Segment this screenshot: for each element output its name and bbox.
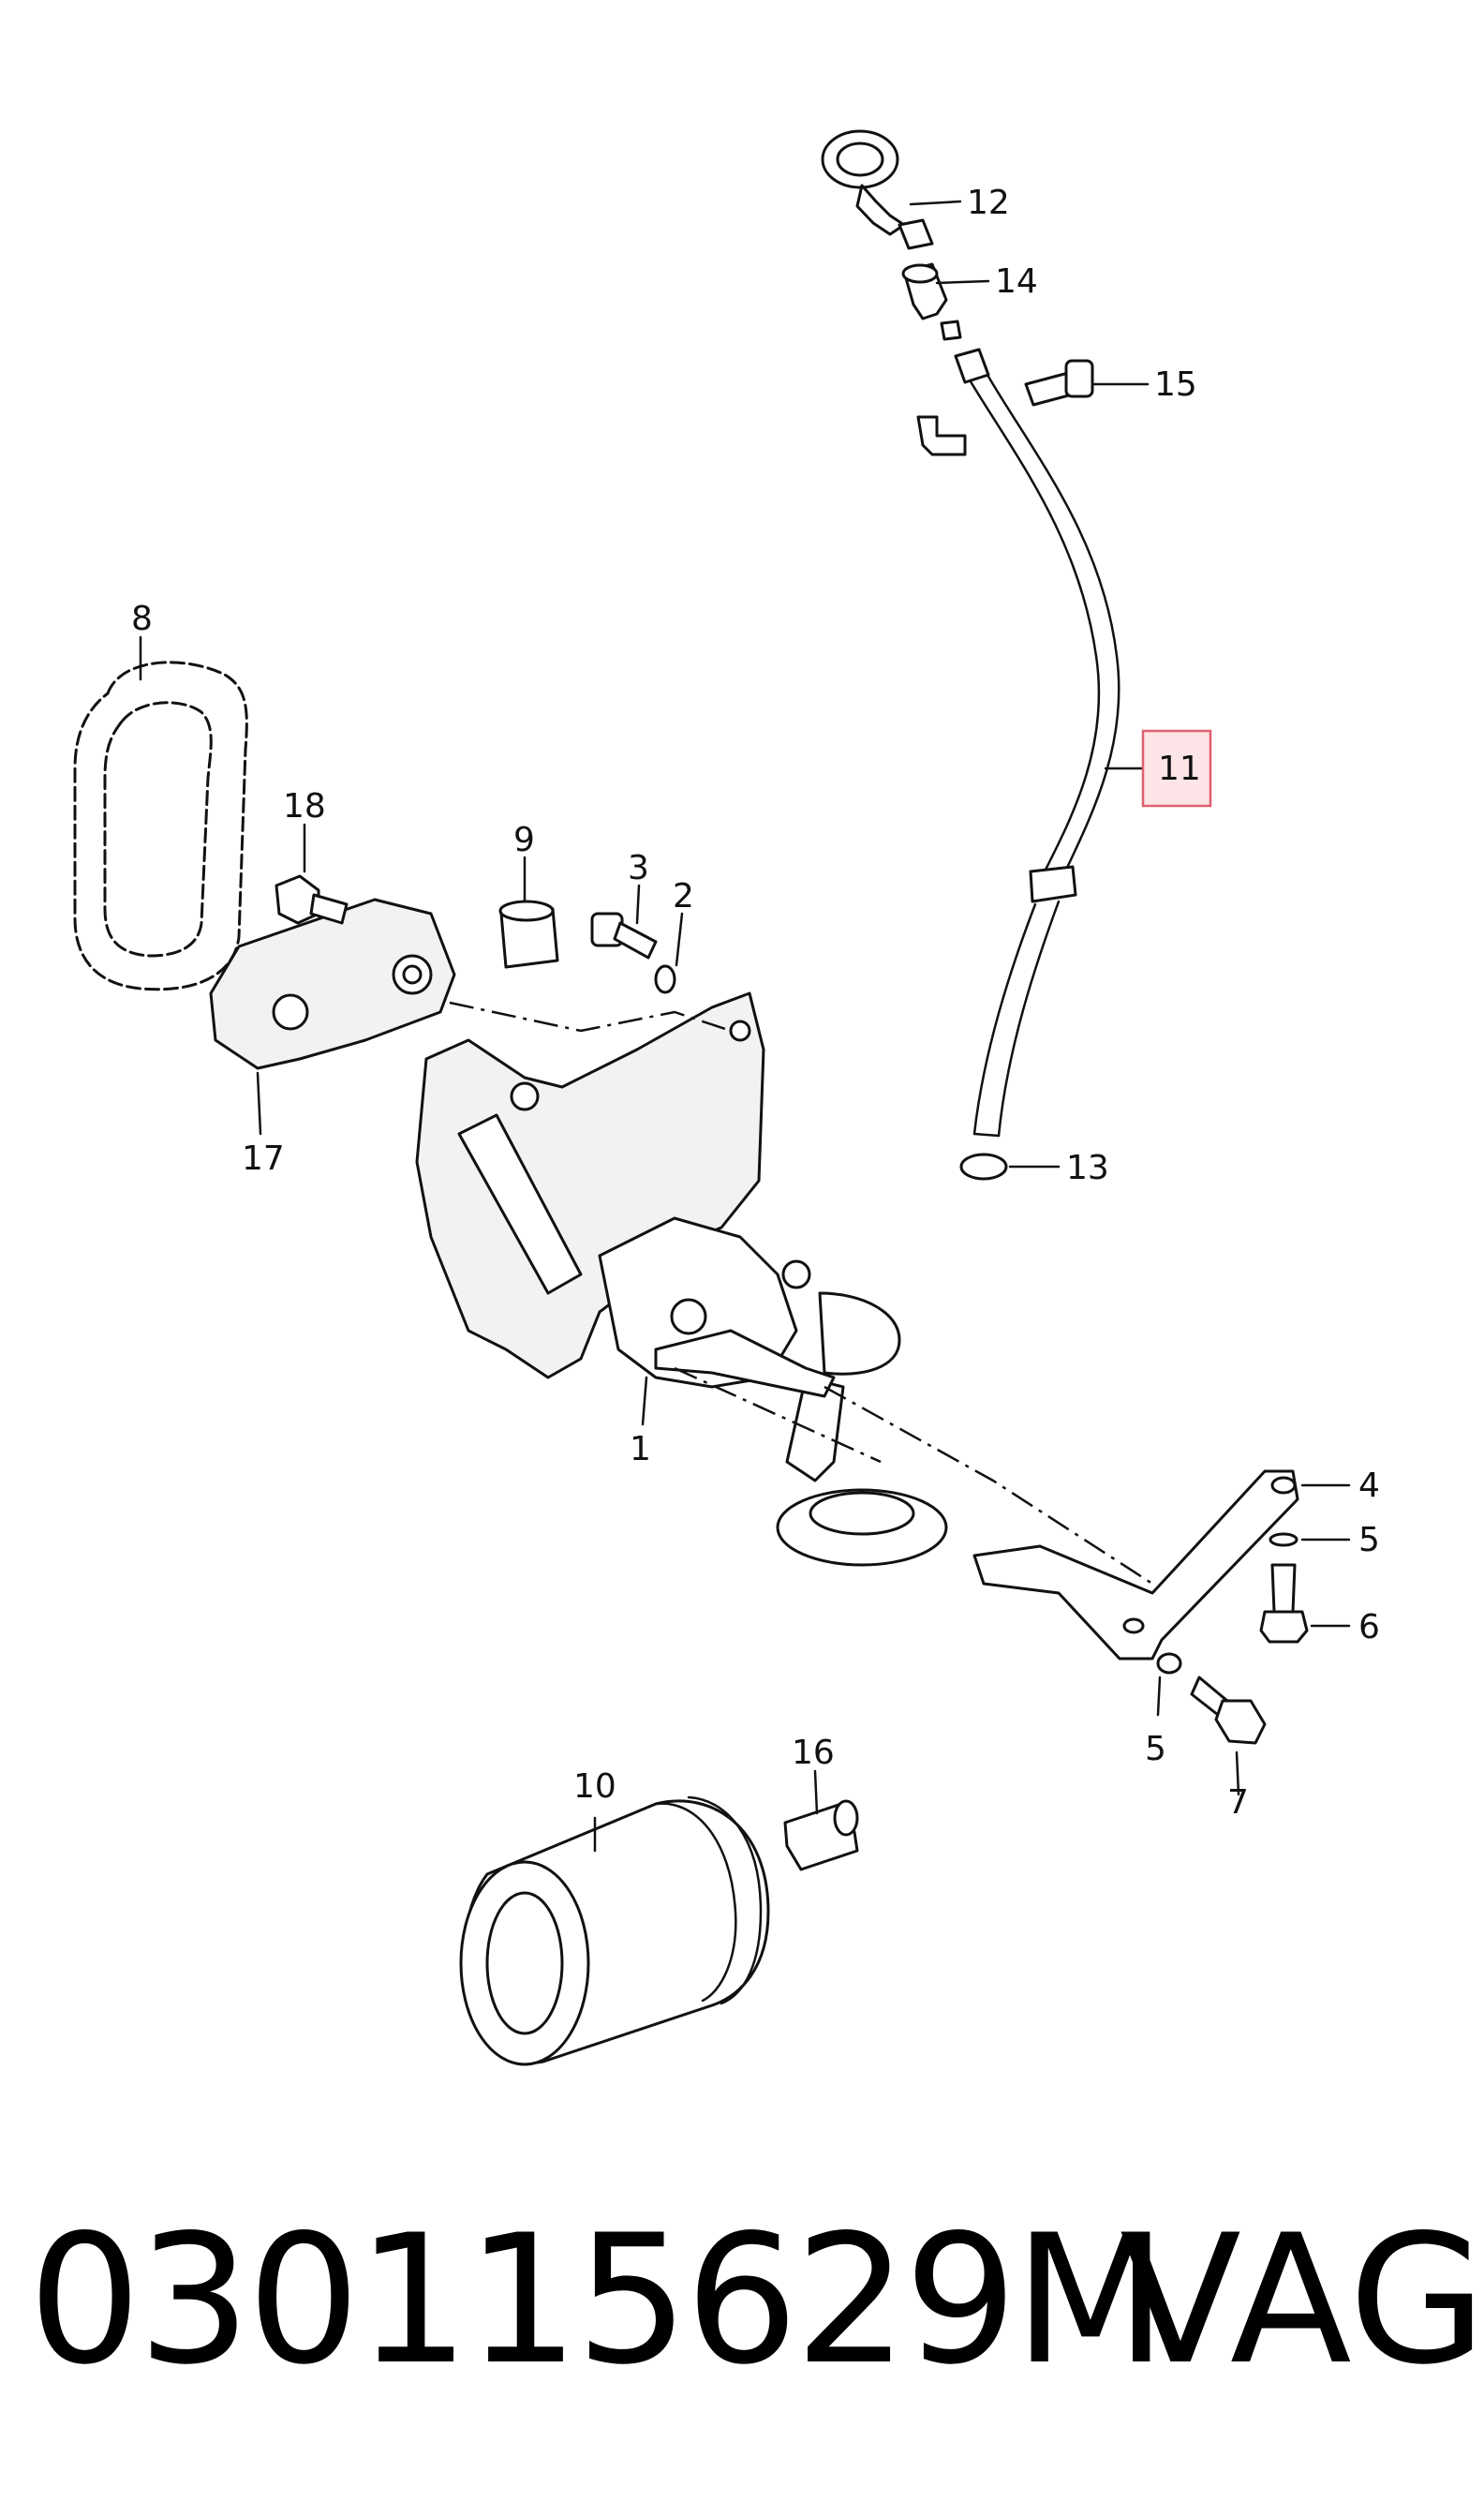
o-ring-13-part (959, 1153, 1008, 1181)
callout-4: 4 (1358, 1467, 1380, 1505)
bracket-17-part (209, 898, 456, 1070)
dipstick-bracket (916, 415, 967, 456)
callout-10: 10 (573, 1767, 616, 1806)
callout-labels: 1 2 3 4 5 5 6 7 8 9 10 11 12 13 14 15 16… (131, 184, 1380, 1822)
callout-11: 11 (1158, 750, 1201, 788)
part-number: 030115629M (28, 2197, 1167, 2404)
callout-15: 15 (1154, 365, 1197, 404)
brand-name: VAG (1120, 2197, 1484, 2404)
callout-5b: 5 (1145, 1730, 1166, 1768)
washer-5a-part (1269, 1532, 1298, 1547)
exploded-parts-diagram: 1 2 3 4 5 5 6 7 8 9 10 11 12 13 14 15 16… (73, 129, 1380, 2066)
leader-lines (139, 200, 1351, 1853)
assembly-lines (449, 1001, 1153, 1586)
callout-13: 13 (1066, 1149, 1109, 1187)
callout-17: 17 (242, 1139, 285, 1178)
chain-part (73, 661, 248, 991)
oil-pump-part (415, 991, 948, 1567)
threaded-stud-part (783, 1799, 859, 1871)
callout-12: 12 (967, 184, 1010, 222)
spacer-9-part (498, 900, 559, 969)
dipstick-handle-part (821, 129, 906, 236)
callout-6: 6 (1358, 1608, 1380, 1646)
oil-filter-part (459, 1795, 770, 2066)
callout-7: 7 (1227, 1783, 1249, 1822)
callout-14: 14 (995, 262, 1038, 301)
bolt-7-part (1190, 1676, 1267, 1745)
bolt-3-part (590, 912, 658, 960)
callout-9: 9 (513, 821, 535, 859)
dipstick-cap-part (898, 218, 962, 341)
bolt-18-part (275, 874, 349, 925)
support-bracket-part (972, 1469, 1299, 1661)
callout-1: 1 (630, 1430, 651, 1468)
callout-8: 8 (131, 600, 153, 638)
bolt-15-part (1024, 359, 1094, 407)
callout-5a: 5 (1358, 1521, 1380, 1559)
dipstick-assembly (821, 129, 1120, 1181)
callout-18: 18 (283, 787, 326, 826)
highlight-box (1141, 729, 1212, 808)
callout-3: 3 (628, 849, 649, 887)
washer-5b-part (1156, 1652, 1182, 1675)
callout-2: 2 (673, 877, 694, 916)
washer-2-part (654, 964, 676, 994)
bolt-6-part (1259, 1563, 1309, 1644)
callout-16: 16 (792, 1734, 835, 1772)
dipstick-guide-tube (954, 348, 1120, 1138)
